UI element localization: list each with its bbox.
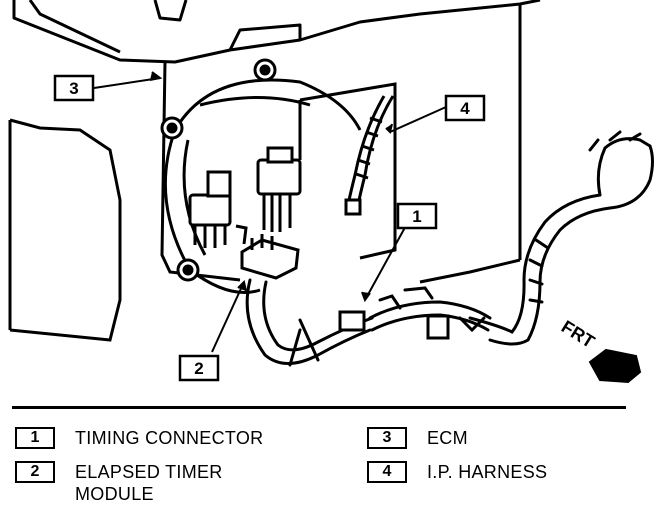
wiring-diagram: 3 4 1 2 FRT xyxy=(8,0,654,384)
callout-3-label: 3 xyxy=(69,79,78,98)
legend-number-3: 3 xyxy=(367,427,407,449)
frt-label: FRT xyxy=(558,316,598,352)
ecm-body xyxy=(8,61,241,342)
mounting-bolts xyxy=(160,58,277,282)
front-direction-indicator: FRT xyxy=(558,316,642,384)
front-arrow-icon xyxy=(588,348,642,384)
legend-number-1: 1 xyxy=(15,427,55,449)
main-harness xyxy=(245,130,654,367)
legend-label-1: TIMING CONNECTOR xyxy=(75,428,264,448)
legend-item-2: 2 ELAPSED TIMER MODULE xyxy=(15,461,275,505)
legend-number-2: 2 xyxy=(15,461,55,483)
legend-label-4: I.P. HARNESS xyxy=(427,462,548,482)
connector-left xyxy=(188,170,232,248)
callout-4-label: 4 xyxy=(460,99,470,118)
legend-item-3: 3 ECM xyxy=(367,427,468,449)
leader-lines xyxy=(93,71,447,353)
legend-item-4: 4 I.P. HARNESS xyxy=(367,461,547,483)
callout-1-label: 1 xyxy=(412,207,421,226)
rear-panel xyxy=(298,82,397,260)
callout-3: 3 xyxy=(53,74,95,102)
elapsed-timer-module xyxy=(235,224,300,280)
ip-harness xyxy=(344,95,395,216)
connector-right xyxy=(256,146,302,232)
legend-label-3: ECM xyxy=(427,428,468,448)
legend-label-2: ELAPSED TIMER MODULE xyxy=(75,462,223,504)
callout-4: 4 xyxy=(444,94,486,122)
legend-item-1: 1 TIMING CONNECTOR xyxy=(15,427,263,449)
callout-2-label: 2 xyxy=(194,359,203,378)
dashboard-structure xyxy=(12,0,541,284)
legend-divider xyxy=(12,406,626,409)
legend-number-4: 4 xyxy=(367,461,407,483)
callout-1: 1 xyxy=(396,202,438,230)
callout-2: 2 xyxy=(178,354,220,382)
